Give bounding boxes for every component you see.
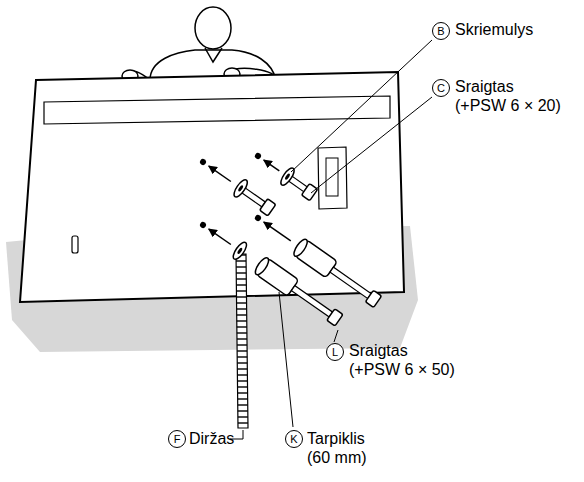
screw-assembly [250, 208, 384, 310]
tv-back [20, 72, 404, 302]
person-figure [122, 7, 276, 84]
callout-letter: L [326, 343, 344, 361]
part-name: Diržas [189, 429, 249, 448]
part-name: Sraigtas (+PSW 6 × 50) [349, 341, 460, 379]
callout-letter: F [168, 430, 186, 448]
callout-letter: C [432, 79, 450, 97]
leader-lines [230, 40, 432, 439]
callout-letter: K [285, 430, 303, 448]
screw-assembly [195, 215, 345, 328]
belt-strap [236, 254, 248, 428]
part-name: Skriemulys [455, 20, 580, 39]
part-name: Tarpiklis (60 mm) [307, 429, 387, 467]
callout-letter: B [432, 22, 450, 40]
part-name: Sraigtas (+PSW 6 × 20) [455, 77, 566, 115]
screw-assembly [195, 152, 278, 218]
